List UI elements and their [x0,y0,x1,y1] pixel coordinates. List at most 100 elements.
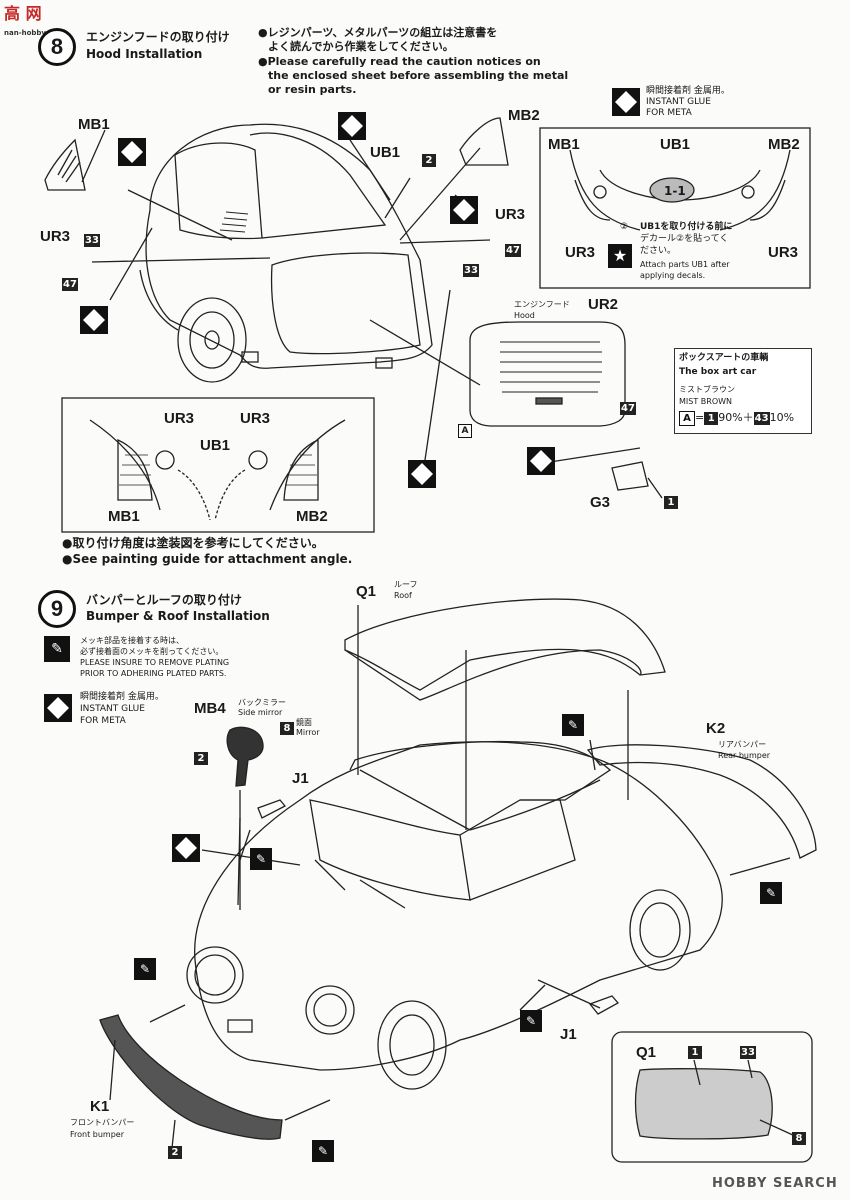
plating-en-2: PRIOR TO ADHERING PLATED PARTS. [80,669,227,678]
formula-pct-1: 90%＋ [718,411,754,424]
part-number-2: 2 [194,752,208,765]
part-number-2: 2 [168,1146,182,1159]
mirror-en: Side mirror [238,708,283,717]
decal-marker: 1-1 [664,184,686,198]
inset-label-q1: Q1 [636,1044,657,1061]
label-mb2: MB2 [508,107,540,124]
inset2-label-mb1: MB1 [108,508,140,525]
plating-icon: ✎ [312,1140,334,1162]
diamond-glue-icon [408,460,436,488]
rear-bumper-en: Rear bumper [718,751,771,760]
diamond-glue-icon [527,447,555,475]
caution-en-2: the enclosed sheet before assembling the… [268,69,569,82]
part-number-1: 1 [664,496,678,509]
label-ur3: UR3 [495,206,526,223]
inset2-label-ur3-right: UR3 [240,410,271,427]
box-art-jp: ボックスアートの車輌 [679,353,769,363]
label-ur3: UR3 [40,228,71,245]
color-en: MIST BROWN [679,397,733,406]
inset-label-ur3-left: UR3 [565,244,596,261]
glue-en-9-2: FOR META [80,716,126,726]
part-number-47: 47 [620,402,636,415]
color-jp: ミストブラウン [679,385,735,394]
part-number-2: 2 [422,154,436,167]
formula-num-1: 1 [704,412,719,425]
diamond-glue-icon [450,196,478,224]
label-k2: K2 [706,720,726,737]
glue-jp-9: 瞬間接着剤 金属用。 [80,692,164,702]
plating-icon: ✎ [134,958,156,980]
star-note-icon: ★ [608,244,632,268]
mirror-face-jp: 鏡面 [296,718,312,727]
hobby-search-watermark: HOBBY SEARCH [712,1176,838,1191]
label-mb1: MB1 [78,116,110,133]
glue-jp: 瞬間接着剤 金属用。 [646,86,730,96]
caution-en-3: or resin parts. [268,83,357,96]
inset-label-mb1: MB1 [548,136,580,153]
diamond-glue-icon [118,138,146,166]
part-number-33: 33 [84,234,100,247]
part-letter-a: A [458,424,472,438]
box-art-en: The box art car [679,367,757,377]
inset-note-jp-2: デカール②を貼ってく [640,234,729,244]
step-8-badge: 8 [38,28,76,66]
label-j1: J1 [292,770,309,787]
label-ub1: UB1 [370,144,401,161]
part-number-47: 47 [505,244,521,257]
hood-label-jp: エンジンフード [514,300,570,309]
roof-jp: ルーフ [394,580,418,589]
diamond-glue-icon [172,834,200,862]
glue-en-9-1: INSTANT GLUE [80,704,145,714]
roof-en: Roof [394,591,412,600]
inset-note-en-1: Attach parts UB1 after [640,260,730,269]
mirror-jp: バックミラー [238,698,286,707]
inset-part-number-1: 1 [688,1046,702,1059]
plating-icon: ✎ [562,714,584,736]
inset2-label-mb2: MB2 [296,508,328,525]
caution-en-1: ●Please carefully read the caution notic… [258,55,541,68]
glue-en-2: FOR META [646,108,692,118]
step-9-title-jp: バンパーとルーフの取り付け [86,593,242,607]
label-q1: Q1 [356,583,377,600]
formula-letter: A [679,411,695,426]
inset-label-ub1: UB1 [660,136,691,153]
formula-pct-2: 10% [769,411,795,424]
formula-num-43: 43 [753,412,770,425]
inset-label-ur3-right: UR3 [768,244,799,261]
front-bumper-jp: フロントバンパー [70,1118,135,1127]
plating-icon: ✎ [250,848,272,870]
diamond-glue-icon [612,88,640,116]
angle-note-jp: ●取り付け角度は塗装図を参考にしてください。 [62,536,324,550]
mirror-face-en: Mirror [296,728,320,737]
caution-jp-2: よく読んでから作業をしてください。 [268,40,454,53]
inset2-label-ub1: UB1 [200,437,231,454]
plating-jp-1: メッキ部品を接着する時は、 [80,636,184,645]
glue-en-1: INSTANT GLUE [646,97,711,107]
label-k1: K1 [90,1098,110,1115]
label-ur2: UR2 [588,296,619,313]
diamond-glue-icon [44,694,72,722]
plating-icon: ✎ [760,882,782,904]
plating-icon: ✎ [44,636,70,662]
inset-part-number-33: 33 [740,1046,756,1059]
inset-part-number-8: 8 [792,1132,806,1145]
diamond-glue-icon [80,306,108,334]
inset-note-jp-1: UB1を取り付ける前に [640,222,733,232]
box-art-color-panel: ボックスアートの車輌 The box art car ミストブラウン MIST … [674,348,812,434]
part-number-8: 8 [280,722,294,735]
front-bumper-en: Front bumper [70,1130,125,1139]
hood-label-en: Hood [514,311,535,320]
decal-number: ② [620,222,629,232]
label-j1-right: J1 [560,1026,577,1043]
step-8-title-jp: エンジンフードの取り付け [86,30,230,44]
label-g3: G3 [590,494,611,511]
part-number-33: 33 [463,264,479,277]
inset-note-en-2: applying decals. [640,271,706,280]
inset-note-jp-3: ださい。 [640,246,677,256]
plating-en-1: PLEASE INSURE TO REMOVE PLATING [80,658,230,667]
label-mb4: MB4 [194,700,226,717]
diamond-glue-icon [338,112,366,140]
angle-note-en: ●See painting guide for attachment angle… [62,552,353,566]
